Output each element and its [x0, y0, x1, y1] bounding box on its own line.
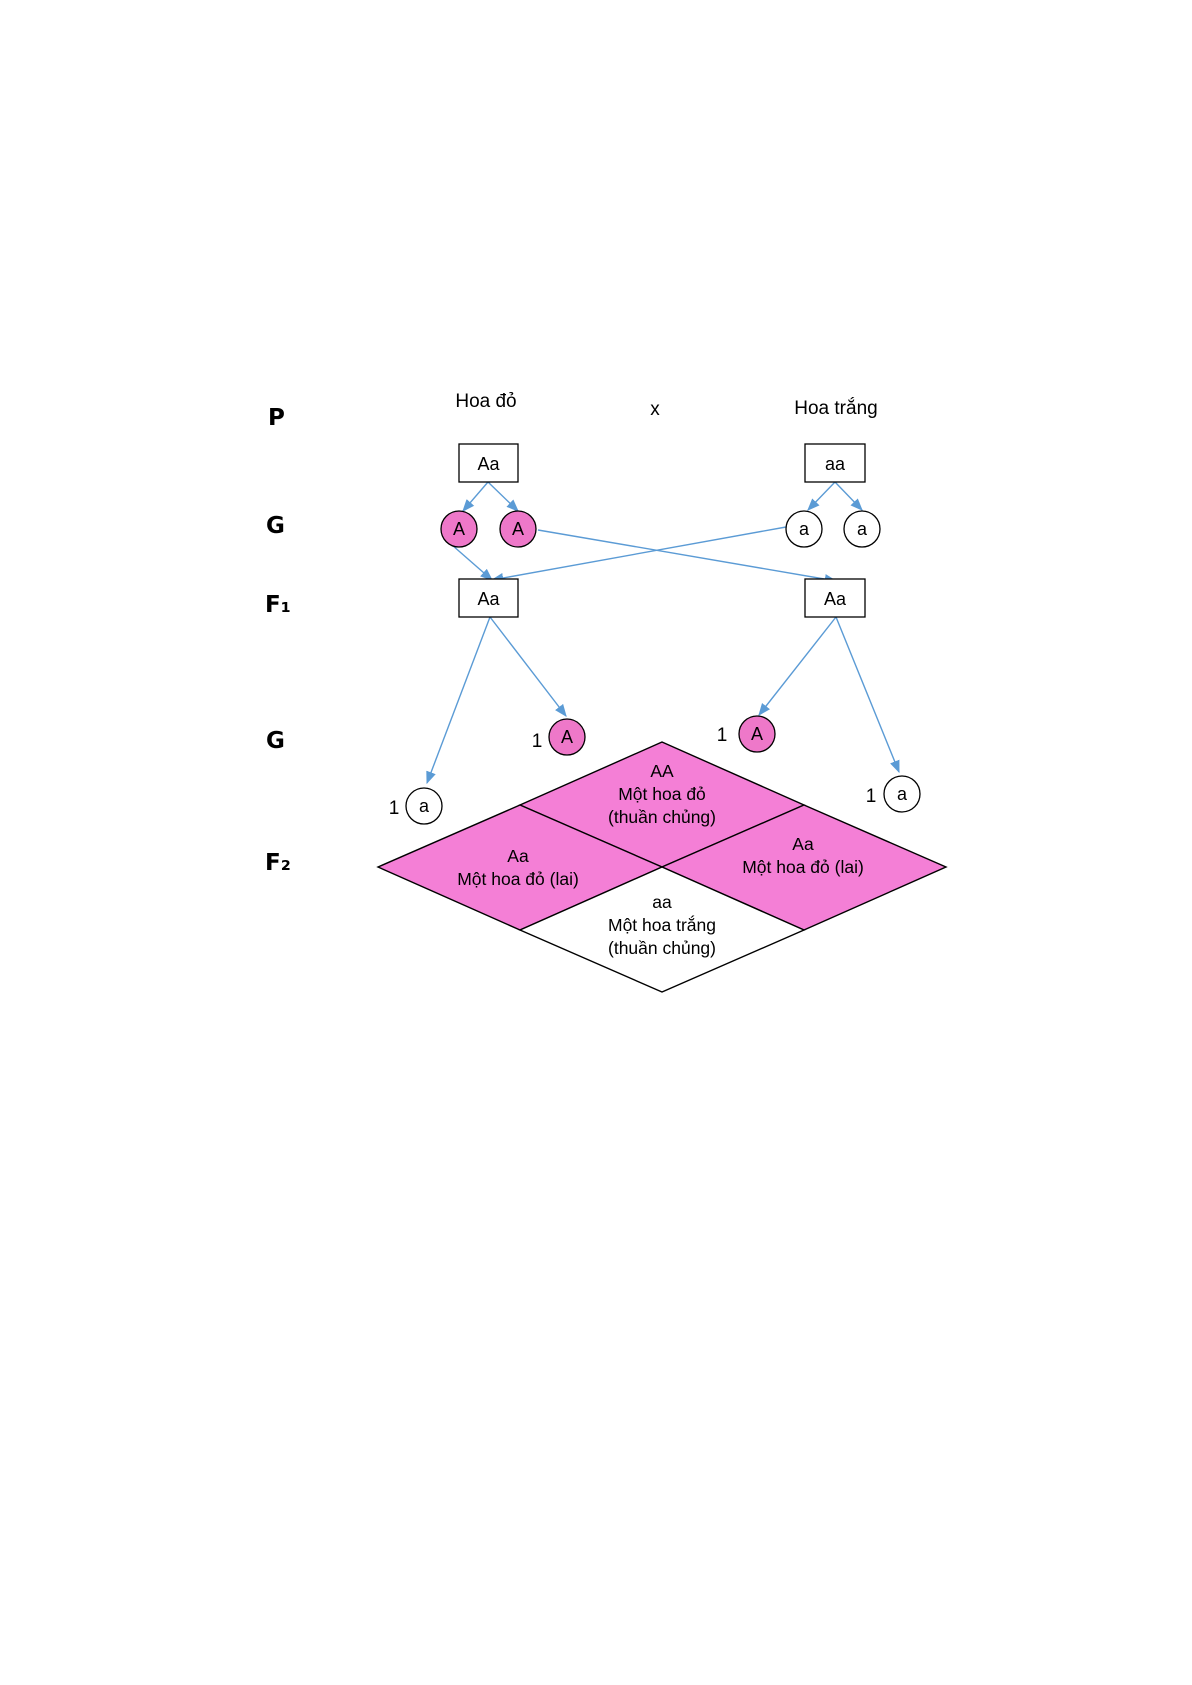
- f2-bottom-genotype: aa: [652, 892, 672, 912]
- gamete-allele: A: [751, 724, 763, 744]
- arrow-gamete-to-f1-left-a: [452, 545, 492, 580]
- row-label-f1: F₁: [265, 592, 291, 618]
- gamete-count: 1: [389, 798, 400, 819]
- f2-top-phenotype: Một hoa đỏ: [618, 784, 706, 804]
- row-label-g1: G: [266, 513, 285, 539]
- gamete-p-right-1: a: [786, 511, 822, 547]
- gamete-f1-left-A: 1 A: [532, 719, 585, 755]
- row-label-f2: F₂: [265, 850, 291, 876]
- row-label-g2: G: [266, 728, 285, 754]
- f1-right-genotype-box: Aa: [805, 579, 865, 617]
- arrow-f1-right-to-a: [836, 617, 899, 772]
- parent-right-genotype-box: aa: [805, 444, 865, 482]
- f1-left-genotype-box: Aa: [459, 579, 518, 617]
- gamete-count: 1: [717, 725, 728, 746]
- gamete-count: 1: [866, 786, 877, 807]
- parent-left-genotype: Aa: [477, 454, 500, 474]
- parent-left-label: Hoa đỏ: [455, 391, 516, 412]
- f2-bottom-phenotype: Một hoa trắng: [608, 914, 716, 935]
- arrow-f1-right-to-A: [759, 617, 836, 715]
- arrow-p-left-to-gamete-1: [463, 482, 488, 511]
- f2-left-genotype: Aa: [507, 846, 529, 866]
- arrow-f1-left-to-a: [427, 617, 490, 783]
- gamete-f1-left-a: 1 a: [389, 788, 442, 824]
- parent-right-genotype: aa: [825, 454, 846, 474]
- gamete-allele: A: [453, 519, 465, 539]
- gamete-f1-right-a: 1 a: [866, 776, 920, 812]
- gamete-allele: a: [799, 519, 810, 539]
- f2-top-genotype: AA: [650, 761, 674, 781]
- gamete-allele: a: [419, 796, 430, 816]
- arrow-gamete-to-f1-left-b: [492, 527, 786, 580]
- f1-right-genotype: Aa: [824, 589, 847, 609]
- f2-top-note: (thuần chủng): [608, 807, 716, 827]
- gamete-p-right-2: a: [844, 511, 880, 547]
- gamete-count: 1: [532, 731, 543, 752]
- parent-left-genotype-box: Aa: [459, 444, 518, 482]
- gamete-allele: A: [561, 727, 573, 747]
- f2-left-phenotype: Một hoa đỏ (lai): [457, 869, 579, 889]
- gamete-allele: A: [512, 519, 524, 539]
- row-label-p: P: [268, 405, 285, 431]
- f1-left-genotype: Aa: [477, 589, 500, 609]
- cross-symbol: x: [650, 399, 660, 420]
- f2-right-genotype: Aa: [792, 834, 814, 854]
- gamete-f1-right-A: 1 A: [717, 716, 775, 752]
- gamete-p-left-2: A: [500, 511, 536, 547]
- arrow-f1-left-to-A: [490, 617, 566, 716]
- gamete-p-left-1: A: [441, 511, 477, 547]
- f2-bottom-note: (thuần chủng): [608, 938, 716, 958]
- arrow-p-left-to-gamete-2: [488, 482, 518, 511]
- gamete-allele: a: [897, 784, 908, 804]
- arrow-p-right-to-gamete-2: [835, 482, 862, 510]
- parent-right-label: Hoa trắng: [794, 397, 877, 419]
- f2-right-phenotype: Một hoa đỏ (lai): [742, 857, 864, 877]
- gamete-allele: a: [857, 519, 868, 539]
- arrow-p-right-to-gamete-1: [808, 482, 835, 510]
